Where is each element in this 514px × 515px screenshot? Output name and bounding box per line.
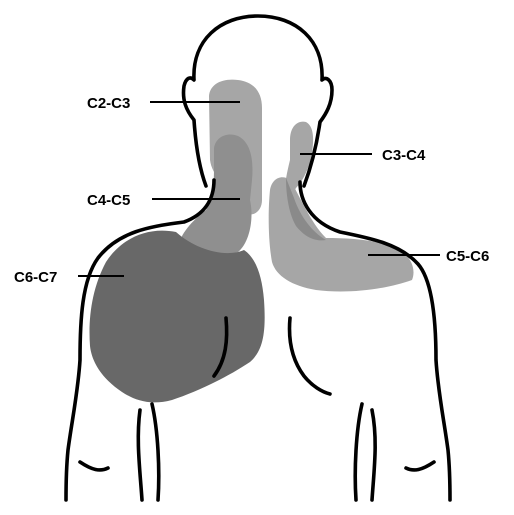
right-inner-arm-2	[355, 404, 362, 500]
label-c2-c3: C2-C3	[87, 95, 130, 112]
zone-c4-c5	[179, 135, 252, 256]
right-scapula-line	[290, 318, 330, 394]
label-c4-c5: C4-C5	[87, 192, 130, 209]
left-inner-arm-2	[152, 404, 159, 500]
left-elbow-crease	[80, 462, 108, 470]
label-c6-c7: C6-C7	[14, 269, 57, 286]
left-inner-arm	[138, 410, 142, 500]
label-c3-c4: C3-C4	[382, 147, 426, 164]
label-c5-c6: C5-C6	[446, 248, 489, 265]
right-elbow-crease	[406, 462, 434, 470]
pain-zones	[90, 80, 414, 403]
zone-c6-c7	[90, 231, 265, 403]
right-inner-arm	[372, 410, 375, 500]
